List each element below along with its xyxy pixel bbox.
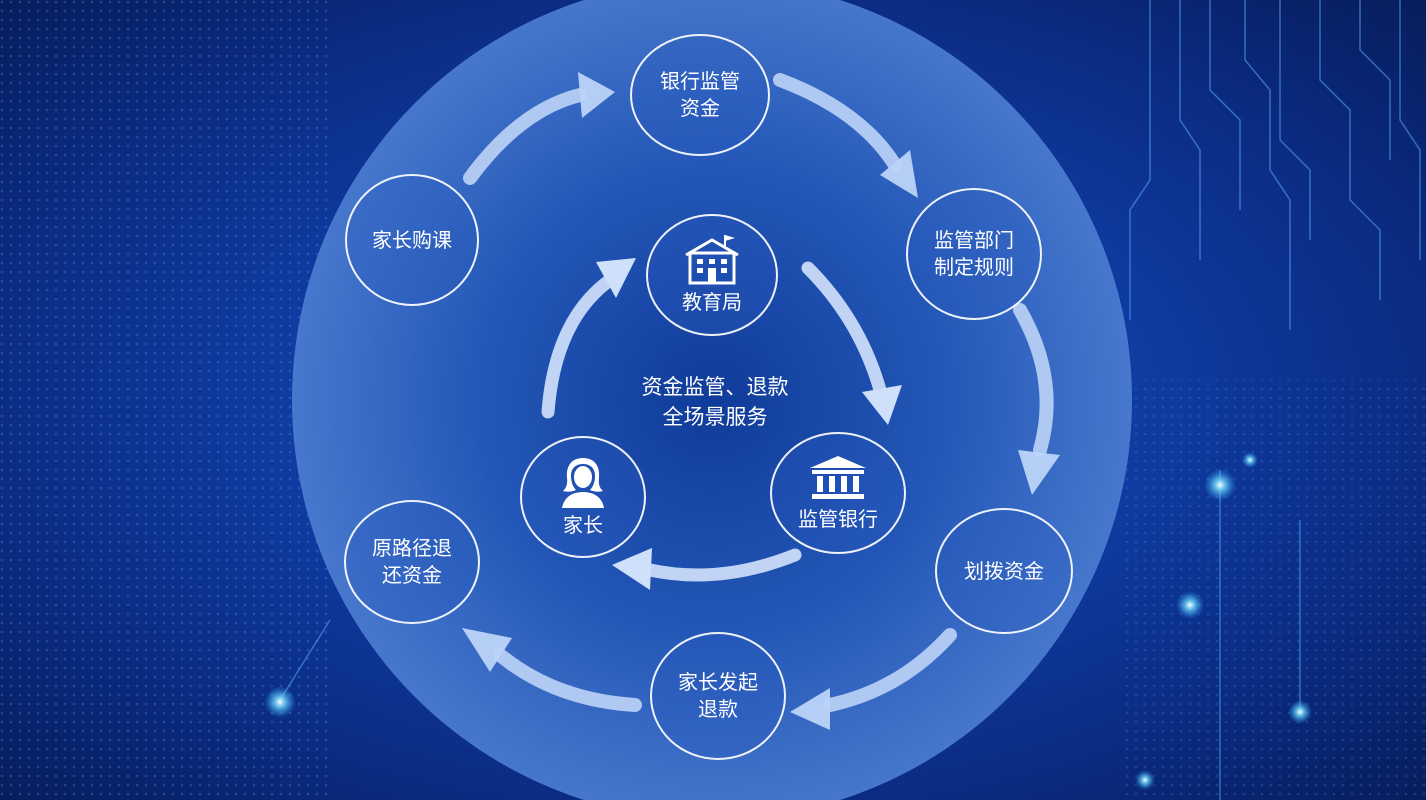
node-supervising-bank: 监管银行 bbox=[770, 432, 906, 554]
school-building-icon bbox=[685, 234, 739, 284]
node-bank-fund: 银行监管 资金 bbox=[630, 34, 770, 156]
node-education-bureau-label: 教育局 bbox=[682, 289, 742, 314]
node-bank-fund-label: 银行监管 资金 bbox=[660, 69, 740, 120]
woman-avatar-icon bbox=[562, 457, 604, 508]
center-text: 资金监管、退款 全场景服务 bbox=[641, 375, 789, 430]
node-parent: 家长 bbox=[520, 436, 646, 558]
node-supervising-bank-label: 监管银行 bbox=[798, 506, 878, 531]
node-refund-request-label: 家长发起 退款 bbox=[678, 670, 758, 721]
node-return-funds: 原路径退 还资金 bbox=[344, 500, 480, 624]
node-dept-rules-label: 监管部门 制定规则 bbox=[934, 228, 1014, 279]
node-refund-request: 家长发起 退款 bbox=[650, 632, 786, 760]
node-transfer: 划拨资金 bbox=[935, 508, 1073, 634]
inner-cycle-arrows bbox=[541, 261, 887, 582]
node-parent-label: 家长 bbox=[563, 512, 603, 537]
inner-cycle-arrowheads bbox=[596, 258, 902, 590]
bank-icon bbox=[810, 455, 866, 499]
node-parent-buy-label: 家长购课 bbox=[372, 227, 452, 252]
dot-pattern-right bbox=[1120, 380, 1426, 800]
dot-pattern-left bbox=[0, 0, 330, 800]
node-education-bureau: 教育局 bbox=[646, 214, 778, 336]
outer-cycle-arrowheads bbox=[462, 72, 1060, 730]
node-parent-buy: 家长购课 bbox=[345, 174, 479, 306]
circuit-lines bbox=[279, 0, 1421, 800]
node-transfer-label: 划拨资金 bbox=[964, 558, 1044, 583]
outer-cycle-arrows bbox=[463, 73, 1054, 712]
node-dept-rules: 监管部门 制定规则 bbox=[906, 188, 1042, 320]
main-halo-circle bbox=[292, 0, 1132, 800]
glow-dots bbox=[264, 452, 1312, 790]
node-return-funds-label: 原路径退 还资金 bbox=[372, 536, 452, 587]
